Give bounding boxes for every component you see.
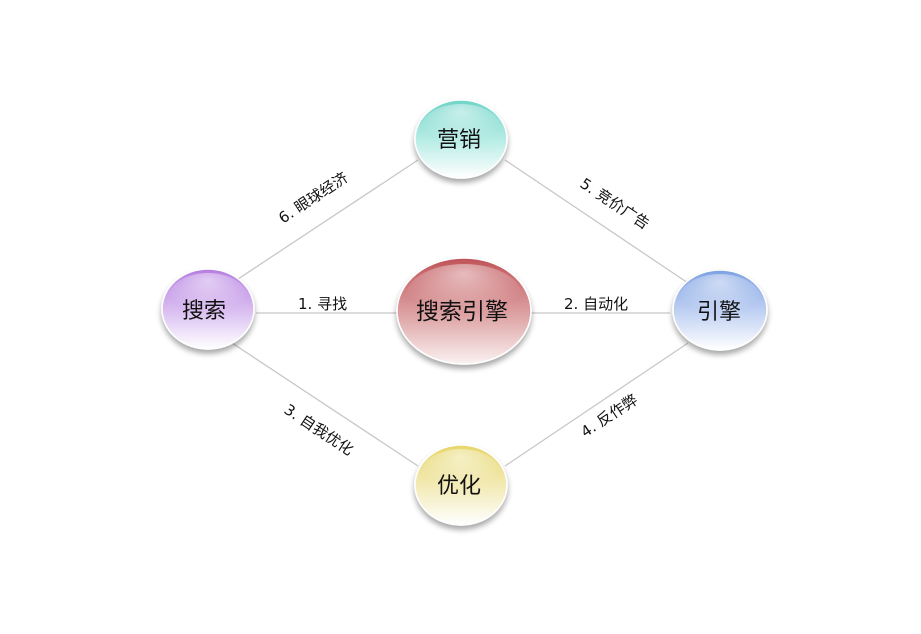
- edge-search-optimize: [231, 342, 419, 467]
- node-label-marketing: 营销: [437, 128, 481, 153]
- node-engine: [672, 269, 768, 351]
- node-search: [161, 268, 255, 350]
- node-label-optimize: 优化: [437, 474, 481, 499]
- edge-label-self-optimize: 3. 自我优化: [281, 400, 357, 459]
- node-label-engine: 引擎: [697, 300, 741, 325]
- node-marketing: [414, 99, 508, 179]
- edge-marketing-engine: [504, 159, 689, 284]
- edge-search-marketing: [231, 159, 419, 284]
- node-optimize: [414, 444, 508, 526]
- edge-label-find: 1. 寻找: [298, 295, 347, 313]
- node-label-search: 搜索: [182, 299, 226, 324]
- edge-label-eyeball-economy: 6. 眼球经济: [275, 168, 351, 227]
- edge-label-bidding-ads: 5. 竞价广告: [577, 174, 653, 233]
- node-label-center: 搜索引擎: [416, 299, 508, 325]
- edge-label-automation: 2. 自动化: [564, 295, 628, 313]
- node-center: [396, 257, 532, 365]
- edge-optimize-engine: [504, 342, 689, 467]
- edge-label-anti-cheat: 4. 反作弊: [578, 391, 641, 441]
